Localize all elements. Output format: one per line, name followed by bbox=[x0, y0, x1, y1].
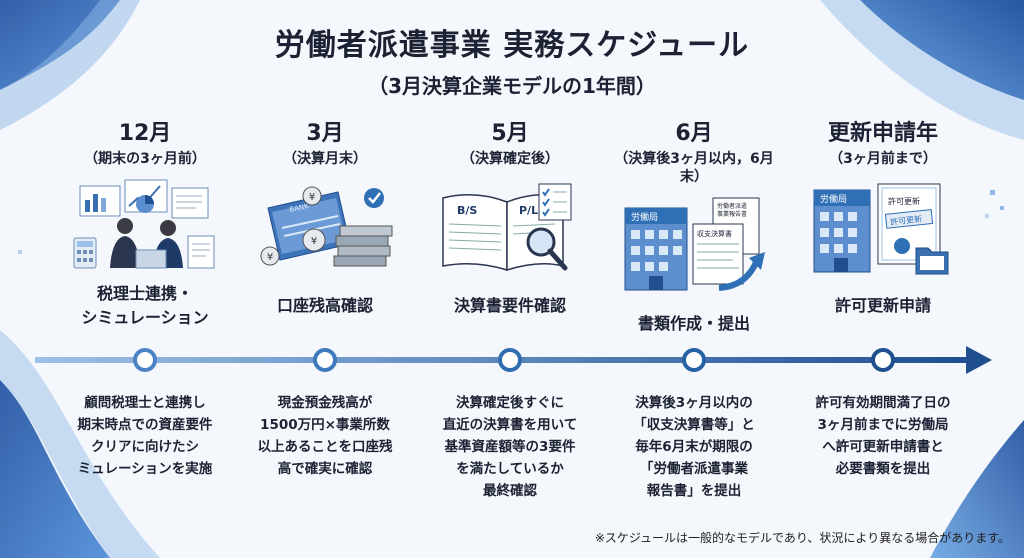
meeting-charts-icon bbox=[73, 179, 215, 269]
svg-text:¥: ¥ bbox=[309, 192, 315, 203]
step-task: 許可更新申請 bbox=[834, 296, 931, 315]
step-task: 決算書要件確認 bbox=[453, 296, 566, 315]
bs-label: B/S bbox=[457, 204, 477, 217]
page-subtitle: （3月決算企業モデルの1年間） bbox=[368, 74, 656, 98]
step-month: 3月 bbox=[306, 121, 344, 146]
stamp-label: 許可更新 bbox=[890, 214, 923, 227]
svg-text:事業報告書: 事業報告書 bbox=[717, 210, 747, 218]
step-description: 顧問税理士と連携し 期末時点での資産要件 クリアに向けたシ ミュレーションを実施 bbox=[77, 395, 213, 477]
step-task: 書類作成・提出 bbox=[637, 314, 750, 333]
step-month-sub: （決算後3ヶ月以内，6月末） bbox=[614, 151, 774, 185]
step-month: 6月 bbox=[675, 121, 713, 146]
page-title: 労働者派遣事業 実務スケジュール bbox=[274, 28, 750, 63]
step-june: 6月 （決算後3ヶ月以内，6月末） 労働局 労働者派遣 事業報告書 収支決算書 … bbox=[604, 120, 784, 348]
pl-label: P/L bbox=[519, 204, 538, 217]
doc-label-income: 収支決算書 bbox=[697, 229, 732, 238]
building-label: 労働局 bbox=[631, 211, 658, 223]
step-month: 12月 bbox=[118, 121, 172, 146]
timeline-node bbox=[133, 348, 157, 372]
balance-sheet-icon: B/S P/L bbox=[442, 183, 572, 272]
step-may: 5月 （決算確定後） B/S P/L 決算書要件確認 bbox=[420, 120, 600, 330]
step-renewal-year: 更新申請年 （3ヶ月前まで） 労働局 許可更新 許可更新 許可更新申請 bbox=[793, 120, 973, 330]
step-task: 口座残高確認 bbox=[276, 296, 373, 315]
step-month-sub: （決算確定後） bbox=[461, 151, 559, 167]
building-label: 労働局 bbox=[820, 193, 847, 205]
step-month-sub: （期末の3ヶ月前） bbox=[84, 151, 206, 167]
step-description: 決算確定後すぐに 直近の決算書を用いて 基準資産額等の3要件 を満たしているか … bbox=[442, 395, 578, 499]
timeline-node bbox=[871, 348, 895, 372]
submit-documents-icon: 労働局 労働者派遣 事業報告書 収支決算書 bbox=[624, 197, 765, 291]
step-month-sub: （決算月末） bbox=[283, 151, 367, 167]
footnote: ※スケジュールは一般的なモデルであり、状況により異なる場合があります。 bbox=[594, 531, 1010, 545]
permit-renewal-icon: 労働局 許可更新 許可更新 bbox=[813, 183, 949, 275]
step-task: 税理士連携・ シミュレーション bbox=[81, 284, 209, 327]
step-description: 決算後3ヶ月以内の 「収支決算書等」と 毎年6月末が期限の 「労働者派遣事業 報… bbox=[633, 395, 755, 499]
step-month-sub: （3ヶ月前まで） bbox=[829, 151, 937, 167]
step-month: 更新申請年 bbox=[827, 121, 938, 146]
step-december: 12月 （期末の3ヶ月前） 税理士連携・ シミュレーション bbox=[55, 120, 235, 330]
timeline-arrow bbox=[35, 346, 992, 374]
svg-text:¥: ¥ bbox=[267, 252, 273, 263]
bankbook-yen-icon: BANK ¥ ¥ ¥ bbox=[260, 186, 393, 267]
cert-label: 許可更新 bbox=[888, 196, 920, 206]
bankbook-label: BANK bbox=[289, 202, 310, 214]
timeline-node bbox=[682, 348, 706, 372]
step-month: 5月 bbox=[491, 121, 529, 146]
step-description: 許可有効期間満了日の 3ヶ月前までに労働局 へ許可更新申請書と 必要書類を提出 bbox=[815, 395, 951, 477]
svg-text:労働者派遣: 労働者派遣 bbox=[717, 202, 747, 210]
svg-text:¥: ¥ bbox=[311, 236, 317, 247]
timeline-node bbox=[313, 348, 337, 372]
timeline-node bbox=[498, 348, 522, 372]
step-march: 3月 （決算月末） BANK ¥ ¥ ¥ 口座残高確認 bbox=[235, 120, 415, 330]
step-description: 現金預金残高が 1500万円×事業所数 以上あることを口座残 高で確実に確認 bbox=[257, 395, 393, 477]
